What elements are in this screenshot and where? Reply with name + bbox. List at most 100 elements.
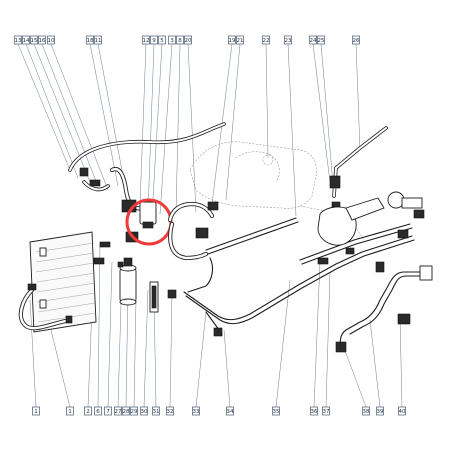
bottom-leader-line	[97, 243, 101, 408]
top-leader-line	[17, 43, 71, 171]
compressor-hose	[167, 201, 219, 261]
top-leader-line	[320, 43, 335, 197]
top-leader-line	[147, 43, 155, 213]
bottom-callout[interactable]: 28	[122, 406, 130, 416]
condenser-hose	[18, 283, 73, 331]
top-callout[interactable]: 23	[284, 35, 292, 45]
bottom-callout[interactable]: 34	[226, 406, 234, 416]
top-callout-number: 8	[178, 38, 182, 44]
top-callout[interactable]: 12	[142, 35, 150, 45]
condenser	[29, 231, 97, 333]
top-callout-number: 19	[229, 38, 236, 44]
top-callout-number: 15	[31, 38, 38, 44]
bottom-leader-line	[47, 317, 71, 408]
top-callout-number: 9	[152, 38, 156, 44]
top-leader-line	[25, 43, 79, 179]
top-leader-line	[187, 43, 197, 213]
bottom-callout[interactable]: 7	[104, 406, 112, 416]
bottom-leader-line	[29, 299, 37, 408]
top-leader-line	[355, 43, 361, 151]
top-callout-number: 25	[318, 38, 325, 44]
bottom-callout[interactable]: 37	[322, 406, 330, 416]
top-leader-line	[139, 43, 147, 207]
top-leader-line	[312, 43, 331, 183]
bottom-leader-line	[223, 329, 231, 408]
bottom-callout-number: 27	[115, 409, 122, 415]
top-callout[interactable]: 9	[150, 35, 158, 45]
top-leader-line	[175, 43, 181, 213]
bottom-callout[interactable]: 36	[310, 406, 318, 416]
top-callout[interactable]: 11	[94, 35, 102, 45]
top-callout-number: 5	[160, 38, 164, 44]
top-leader-line	[33, 43, 91, 183]
top-callout-number: 21	[237, 38, 244, 44]
top-callout-number: 18	[87, 38, 94, 44]
bottom-callout[interactable]: 1	[32, 406, 40, 416]
top-callout[interactable]: 22	[262, 35, 270, 45]
top-callout-number: 24	[310, 38, 317, 44]
top-callout-number: 11	[95, 38, 102, 44]
bottom-callout[interactable]: 1	[66, 406, 74, 416]
top-callout[interactable]: 21	[236, 35, 244, 45]
bottom-callout[interactable]: 35	[272, 406, 280, 416]
top-leader-line	[225, 43, 241, 201]
top-callout[interactable]: 14	[22, 35, 30, 45]
top-callout[interactable]: 13	[14, 35, 22, 45]
bottom-callout[interactable]: 2	[84, 406, 92, 416]
bottom-callout-number: 39	[377, 409, 384, 415]
bottom-callout-number: 34	[227, 409, 234, 415]
bottom-leader-line	[313, 261, 321, 408]
top-callout[interactable]: 18	[86, 35, 94, 45]
top-leader-line	[89, 43, 119, 187]
top-callout-number: 20	[185, 38, 192, 44]
top-callout-number: 13	[15, 38, 22, 44]
top-callout-number: 14	[23, 38, 30, 44]
top-callout[interactable]: 16	[38, 35, 46, 45]
top-callout[interactable]: 20	[184, 35, 192, 45]
bottom-leader-line	[133, 299, 137, 408]
top-callout[interactable]: 25	[317, 35, 325, 45]
top-callout[interactable]: 26	[352, 35, 360, 45]
highlight-ring	[125, 198, 173, 246]
bottom-callout[interactable]: 31	[152, 406, 160, 416]
top-callout-number: 16	[39, 38, 46, 44]
bottom-callout[interactable]: 39	[376, 406, 384, 416]
bottom-callout-number: 1	[68, 409, 72, 415]
top-leader-line	[265, 43, 269, 159]
top-callout[interactable]: 8	[176, 35, 184, 45]
bottom-callout[interactable]: 29	[130, 406, 138, 416]
bottom-callout[interactable]: 6	[94, 406, 102, 416]
bottom-callout[interactable]: 38	[362, 406, 370, 416]
top-callout[interactable]: 10	[47, 35, 55, 45]
mounting-brackets	[93, 241, 177, 313]
top-callout-number: 12	[143, 38, 150, 44]
bottom-leader-line	[343, 347, 367, 408]
bottom-callout[interactable]: 27	[114, 406, 122, 416]
bottom-callout-number: 2	[86, 409, 90, 415]
top-callout-number: 23	[285, 38, 292, 44]
top-leader-line	[159, 43, 173, 215]
bottom-callout-number: 31	[153, 409, 160, 415]
bottom-callout-number: 36	[311, 409, 318, 415]
top-callout-number: 3	[170, 38, 174, 44]
rigid-pipes	[183, 217, 415, 337]
bottom-callout-number: 29	[131, 409, 138, 415]
top-leader-line	[151, 43, 163, 217]
top-callout[interactable]: 19	[228, 35, 236, 45]
top-callout[interactable]: 5	[158, 35, 166, 45]
bottom-leader-line	[195, 311, 207, 408]
top-callout[interactable]: 15	[30, 35, 38, 45]
bottom-leader-line	[275, 279, 291, 408]
bottom-callout[interactable]: 33	[192, 406, 200, 416]
bottom-callout[interactable]: 32	[166, 406, 174, 416]
top-callout-number: 10	[48, 38, 55, 44]
bottom-callout[interactable]: 30	[140, 406, 148, 416]
leader-lines	[17, 43, 403, 408]
bottom-callout[interactable]: 40	[398, 406, 406, 416]
receiver-drier-valve[interactable]	[121, 198, 173, 246]
top-callout[interactable]: 3	[168, 35, 176, 45]
top-callout[interactable]: 24	[309, 35, 317, 45]
bottom-leader-line	[169, 293, 173, 408]
